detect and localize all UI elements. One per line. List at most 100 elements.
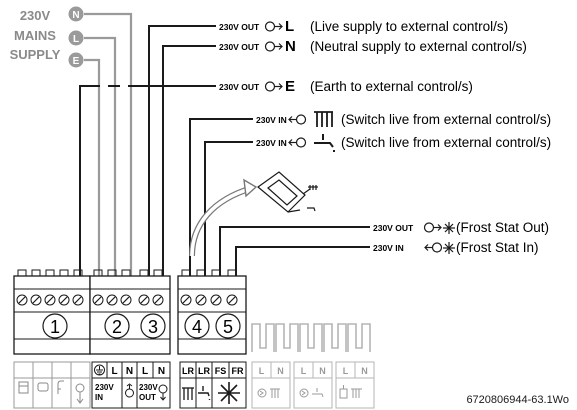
svg-text:(Neutral supply to external co: (Neutral supply to external control/s) xyxy=(310,39,527,54)
svg-text:L: L xyxy=(142,366,148,377)
terminal-block-1: 1 xyxy=(13,269,91,355)
mains-badge-l: L xyxy=(68,30,84,46)
svg-text:230V: 230V xyxy=(139,383,158,392)
svg-text:(Switch live from external con: (Switch live from external control/s) xyxy=(341,112,551,127)
svg-text:(Switch live from external con: (Switch live from external control/s) xyxy=(341,135,551,150)
svg-text:(Frost Stat In): (Frost Stat In) xyxy=(456,240,539,255)
svg-text:230V: 230V xyxy=(95,383,114,392)
arrow-out-icon xyxy=(158,384,168,401)
output-row-earth: 230V OUT E (Earth to external control/s) xyxy=(219,78,473,95)
snowflake-icon xyxy=(443,242,455,254)
mains-title-line3: SUPPLY xyxy=(10,47,61,62)
svg-text:N: N xyxy=(126,366,133,377)
svg-text:4: 4 xyxy=(192,317,202,337)
svg-text:N: N xyxy=(277,366,284,376)
terminal-block-2-3: 2 3 xyxy=(89,269,171,355)
arrow-out-icon xyxy=(264,41,283,52)
svg-text:(Live supply to external contr: (Live supply to external control/s) xyxy=(310,19,508,34)
svg-text:FR: FR xyxy=(232,366,244,376)
mains-badge-e: E xyxy=(68,52,84,68)
control-wires xyxy=(79,25,370,280)
svg-text:L: L xyxy=(111,366,117,377)
unused-legend-2: L N xyxy=(293,361,333,409)
part-number: 6720806944-63.1Wo xyxy=(466,394,569,406)
terminal-block-4-5: 4 5 xyxy=(177,269,247,355)
svg-text:L: L xyxy=(301,366,307,376)
terminal-number-5: 5 xyxy=(215,313,241,339)
arrow-in-icon xyxy=(424,242,443,253)
svg-text:LR: LR xyxy=(182,366,194,376)
output-row-frost-out: 230V OUT (Frost Stat Out) xyxy=(373,220,549,235)
snowflake-icon xyxy=(443,222,455,234)
mains-title-line1: 230V xyxy=(20,8,51,23)
svg-text:L: L xyxy=(285,18,294,35)
unused-terminal-outlines xyxy=(251,323,371,352)
external-switch-icon xyxy=(257,171,318,213)
svg-text:N: N xyxy=(319,366,326,376)
svg-text:N: N xyxy=(285,38,296,55)
svg-text:230V IN: 230V IN xyxy=(373,243,404,253)
svg-text:230V IN: 230V IN xyxy=(256,115,287,125)
valve-heating-icon xyxy=(339,385,362,399)
device-icons xyxy=(18,380,85,404)
earth-icon xyxy=(94,364,105,376)
svg-text:1: 1 xyxy=(50,317,60,337)
radiator-icon xyxy=(182,387,194,400)
svg-text:230V OUT: 230V OUT xyxy=(219,82,260,92)
input-row-switch-live-hot-water: 230V IN (Switch live from external contr… xyxy=(256,134,551,152)
svg-text:N: N xyxy=(361,366,368,376)
svg-text:LR: LR xyxy=(198,366,210,376)
output-row-live: 230V OUT L (Live supply to external cont… xyxy=(219,18,508,35)
mains-title-line2: MAINS xyxy=(14,28,56,43)
radiator-icon xyxy=(314,111,333,127)
svg-text:5: 5 xyxy=(223,317,233,337)
arrow-out-icon xyxy=(264,21,283,32)
svg-text:N: N xyxy=(72,10,79,21)
input-row-frost-in: 230V IN (Frost Stat In) xyxy=(373,240,539,255)
terminal-number-1: 1 xyxy=(42,313,68,339)
arrow-in-icon xyxy=(288,137,307,148)
block-4-5-legend: LR LR FS FR xyxy=(179,361,247,409)
terminal-number-3: 3 xyxy=(140,313,166,339)
input-row-switch-live-heating: 230V IN (Switch live from external contr… xyxy=(256,111,551,127)
curved-arrow-icon xyxy=(189,178,258,257)
svg-text:3: 3 xyxy=(148,317,158,337)
svg-text:L: L xyxy=(73,34,79,45)
unused-legends: L N L N L N xyxy=(251,361,375,409)
arrow-out-icon xyxy=(264,81,283,92)
block-2-3-legend: L N L N 230V IN 230V OUT xyxy=(91,361,171,409)
svg-text:E: E xyxy=(73,56,80,67)
mains-label: 230V MAINS SUPPLY xyxy=(10,8,61,62)
mains-wires xyxy=(84,12,133,280)
svg-text:(Earth to external control/s): (Earth to external control/s) xyxy=(310,79,473,94)
arrow-in-icon xyxy=(288,114,307,125)
svg-text:IN: IN xyxy=(95,393,103,402)
tap-icon xyxy=(314,134,335,152)
svg-text:230V OUT: 230V OUT xyxy=(219,22,260,32)
svg-text:230V OUT: 230V OUT xyxy=(219,42,260,52)
block-1-legend xyxy=(13,361,91,409)
tap-icon xyxy=(198,386,211,400)
unused-legend-3: L N xyxy=(335,361,375,409)
terminal-number-2: 2 xyxy=(104,313,130,339)
svg-text:L: L xyxy=(343,366,349,376)
terminal-number-4: 4 xyxy=(184,313,210,339)
svg-text:L: L xyxy=(259,366,265,376)
svg-text:OUT: OUT xyxy=(139,393,156,402)
svg-text:E: E xyxy=(285,78,295,95)
svg-text:FS: FS xyxy=(215,366,227,376)
mains-badge-n: N xyxy=(68,6,84,22)
pump-heating-icon xyxy=(257,388,280,398)
svg-text:N: N xyxy=(158,366,165,377)
snowflake-icon xyxy=(218,382,240,404)
arrow-in-icon xyxy=(125,383,134,398)
pump-hot-water-icon xyxy=(299,388,324,398)
unused-legend-1: L N xyxy=(251,361,291,409)
svg-text:230V OUT: 230V OUT xyxy=(373,223,414,233)
arrow-out-icon xyxy=(423,222,442,233)
svg-text:230V IN: 230V IN xyxy=(256,138,287,148)
svg-text:(Frost Stat Out): (Frost Stat Out) xyxy=(456,220,549,235)
svg-text:2: 2 xyxy=(112,317,122,337)
output-row-neutral: 230V OUT N (Neutral supply to external c… xyxy=(219,38,527,55)
